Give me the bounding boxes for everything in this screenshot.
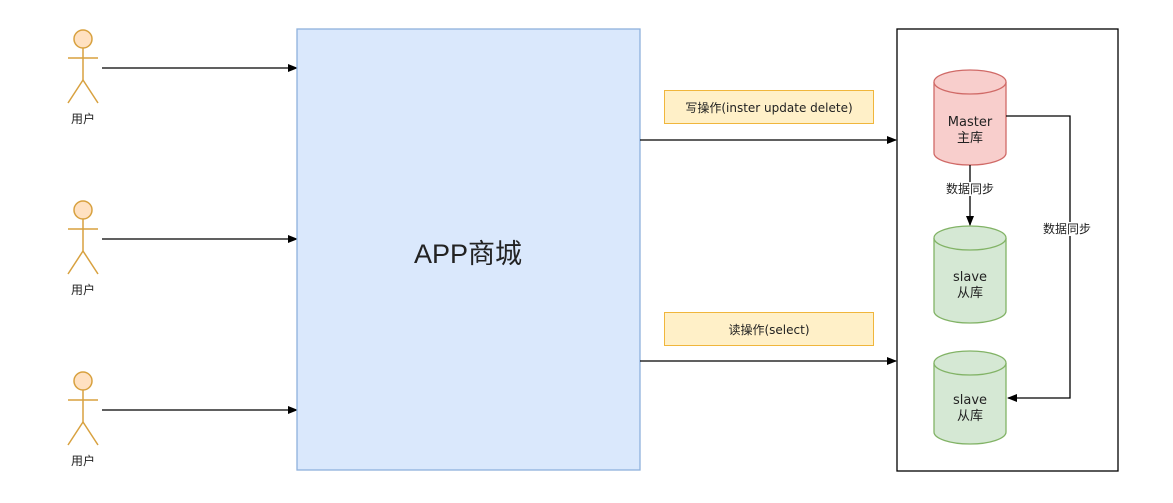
user-actor-icon	[67, 200, 99, 275]
master-name: Master	[947, 115, 993, 130]
user-label: 用户	[70, 112, 96, 126]
user-label: 用户	[70, 283, 96, 297]
slave-database-icon	[933, 225, 1007, 324]
app-title: APP商城	[413, 239, 523, 269]
slave2-name: slave	[952, 393, 988, 408]
sync-arrow-slave2	[1006, 115, 1071, 402]
sync-label-slave2: 数据同步	[1042, 222, 1092, 236]
master-database-icon	[933, 69, 1007, 166]
read-operation-label: 读操作(select)	[664, 312, 874, 346]
user-actor-icon	[67, 371, 99, 446]
slave1-role: 从库	[956, 286, 984, 301]
slave2-role: 从库	[956, 409, 984, 424]
master-database-label: Master 主库	[948, 115, 992, 147]
slave1-database-label: slave 从库	[953, 270, 987, 302]
master-role: 主库	[956, 131, 983, 146]
user-actor-icon	[67, 29, 99, 104]
user-label: 用户	[70, 454, 96, 468]
app-box	[296, 28, 641, 471]
sync-label-slave1: 数据同步	[945, 182, 995, 196]
slave2-database-label: slave 从库	[953, 393, 987, 425]
slave1-name: slave	[952, 270, 988, 285]
database-cluster-box	[896, 28, 1119, 472]
write-operation-label: 写操作(inster update delete)	[664, 90, 874, 124]
slave-database-icon	[933, 350, 1007, 445]
